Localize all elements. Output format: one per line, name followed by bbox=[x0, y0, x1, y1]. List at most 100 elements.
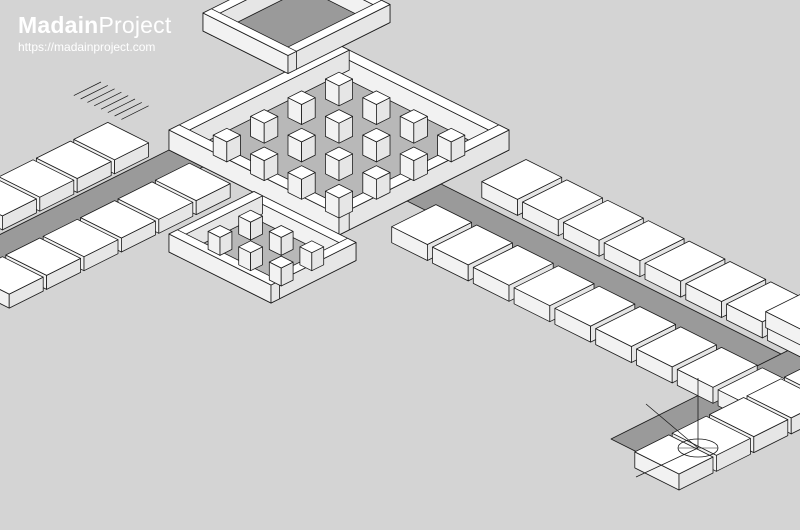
pillar bbox=[268, 225, 294, 256]
wall-face-top bbox=[268, 255, 294, 269]
wall-face-top bbox=[362, 90, 391, 105]
wall-face-top bbox=[437, 127, 466, 143]
stair-step bbox=[80, 85, 108, 100]
wall-face-top bbox=[603, 220, 685, 262]
stair-step bbox=[87, 88, 115, 103]
wall-face-top bbox=[563, 199, 644, 241]
pillar bbox=[324, 183, 354, 219]
wall-face-top bbox=[391, 204, 473, 245]
wall-face-top bbox=[644, 240, 726, 282]
stair-step bbox=[114, 102, 142, 117]
brand-url: https://madainproject.com bbox=[18, 40, 156, 54]
pillar bbox=[250, 146, 279, 182]
side-cell bbox=[765, 294, 800, 346]
stair-details bbox=[73, 81, 149, 120]
wall-face-top bbox=[362, 127, 391, 143]
open-court bbox=[202, 0, 391, 74]
wall-face-top bbox=[324, 146, 354, 162]
wall-face-top bbox=[0, 159, 75, 198]
wall-face-top bbox=[0, 180, 37, 217]
compass-axis-y bbox=[645, 403, 699, 449]
wall-face-top bbox=[399, 146, 428, 162]
pillar bbox=[324, 146, 354, 182]
lower-hall bbox=[168, 191, 357, 304]
wall-front bbox=[168, 229, 280, 304]
pillars bbox=[207, 71, 466, 287]
brand-logo: MadainProject bbox=[18, 14, 171, 37]
pillar bbox=[399, 146, 428, 182]
pillar bbox=[238, 240, 263, 272]
wall-face-top bbox=[671, 415, 751, 456]
wall-face-top bbox=[207, 225, 233, 238]
pillar bbox=[324, 71, 354, 107]
wall-face-top bbox=[324, 183, 354, 199]
wall-face-top bbox=[0, 256, 44, 295]
wall-face-top bbox=[636, 326, 717, 368]
stair-step bbox=[121, 105, 149, 120]
wall-face-top bbox=[362, 165, 391, 180]
wall-face-top bbox=[42, 218, 119, 258]
wall-face-top bbox=[709, 397, 789, 438]
wall-face-top bbox=[554, 285, 636, 327]
wall-face-left bbox=[765, 311, 800, 346]
pillar bbox=[287, 90, 316, 125]
entrance-stairs bbox=[73, 81, 149, 120]
pillar bbox=[362, 90, 391, 125]
wall-face-top bbox=[117, 181, 194, 220]
stair-step bbox=[73, 81, 102, 96]
wall-face-top bbox=[676, 346, 758, 388]
wall-face-top bbox=[212, 127, 241, 143]
wall-face-top bbox=[522, 179, 603, 221]
stair-step bbox=[100, 95, 129, 110]
stair-step bbox=[107, 98, 136, 113]
wall-face-top bbox=[238, 240, 263, 254]
wall-face-top bbox=[202, 8, 297, 56]
tomb-walls bbox=[0, 0, 800, 491]
wall-face-top bbox=[513, 265, 595, 307]
wall-face-top bbox=[299, 240, 325, 254]
wall-face-top bbox=[287, 127, 316, 143]
wall-face-top bbox=[73, 122, 150, 161]
wall-face-top bbox=[472, 244, 554, 286]
brand-name-bold: Madain bbox=[18, 12, 99, 38]
wall-face-top bbox=[154, 162, 231, 202]
wall-face-top bbox=[765, 294, 800, 330]
pillar bbox=[287, 127, 316, 163]
brand-name-light: Project bbox=[98, 12, 172, 38]
stair-step bbox=[94, 91, 122, 107]
wall-face-top bbox=[250, 109, 279, 124]
wall-face-top bbox=[324, 109, 354, 124]
wall-face-top bbox=[432, 224, 513, 266]
axis-compass-icon bbox=[635, 378, 719, 478]
watermark: MadainProject https://madainproject.com bbox=[18, 14, 171, 54]
wall-face-top bbox=[238, 209, 263, 223]
pillar bbox=[287, 165, 316, 200]
pillar bbox=[362, 127, 391, 163]
wall-face-top bbox=[399, 109, 428, 124]
wall-face-top bbox=[5, 237, 81, 276]
wall-face-top bbox=[268, 225, 294, 238]
wall-face-top bbox=[595, 306, 676, 347]
pillar bbox=[299, 240, 325, 272]
pillar bbox=[238, 209, 263, 241]
wall-face-top bbox=[80, 200, 156, 239]
side-cell bbox=[0, 180, 37, 231]
compass-axis-x bbox=[635, 447, 699, 478]
pillar bbox=[399, 109, 428, 144]
wall-face-top bbox=[324, 71, 354, 87]
wall-face-top bbox=[481, 159, 563, 200]
wall-face-top bbox=[250, 146, 279, 162]
side-cell bbox=[0, 256, 44, 309]
wall-face-top bbox=[634, 434, 714, 475]
pillar bbox=[437, 127, 466, 163]
pillar bbox=[250, 109, 279, 144]
pillar bbox=[207, 225, 233, 256]
pillar bbox=[268, 255, 294, 287]
wall-face-top bbox=[36, 140, 112, 179]
wall-face-top bbox=[784, 368, 800, 386]
wall-face-top bbox=[287, 165, 316, 180]
pillar bbox=[212, 127, 241, 163]
wall-face-top bbox=[685, 261, 767, 302]
wall-front bbox=[202, 8, 297, 74]
